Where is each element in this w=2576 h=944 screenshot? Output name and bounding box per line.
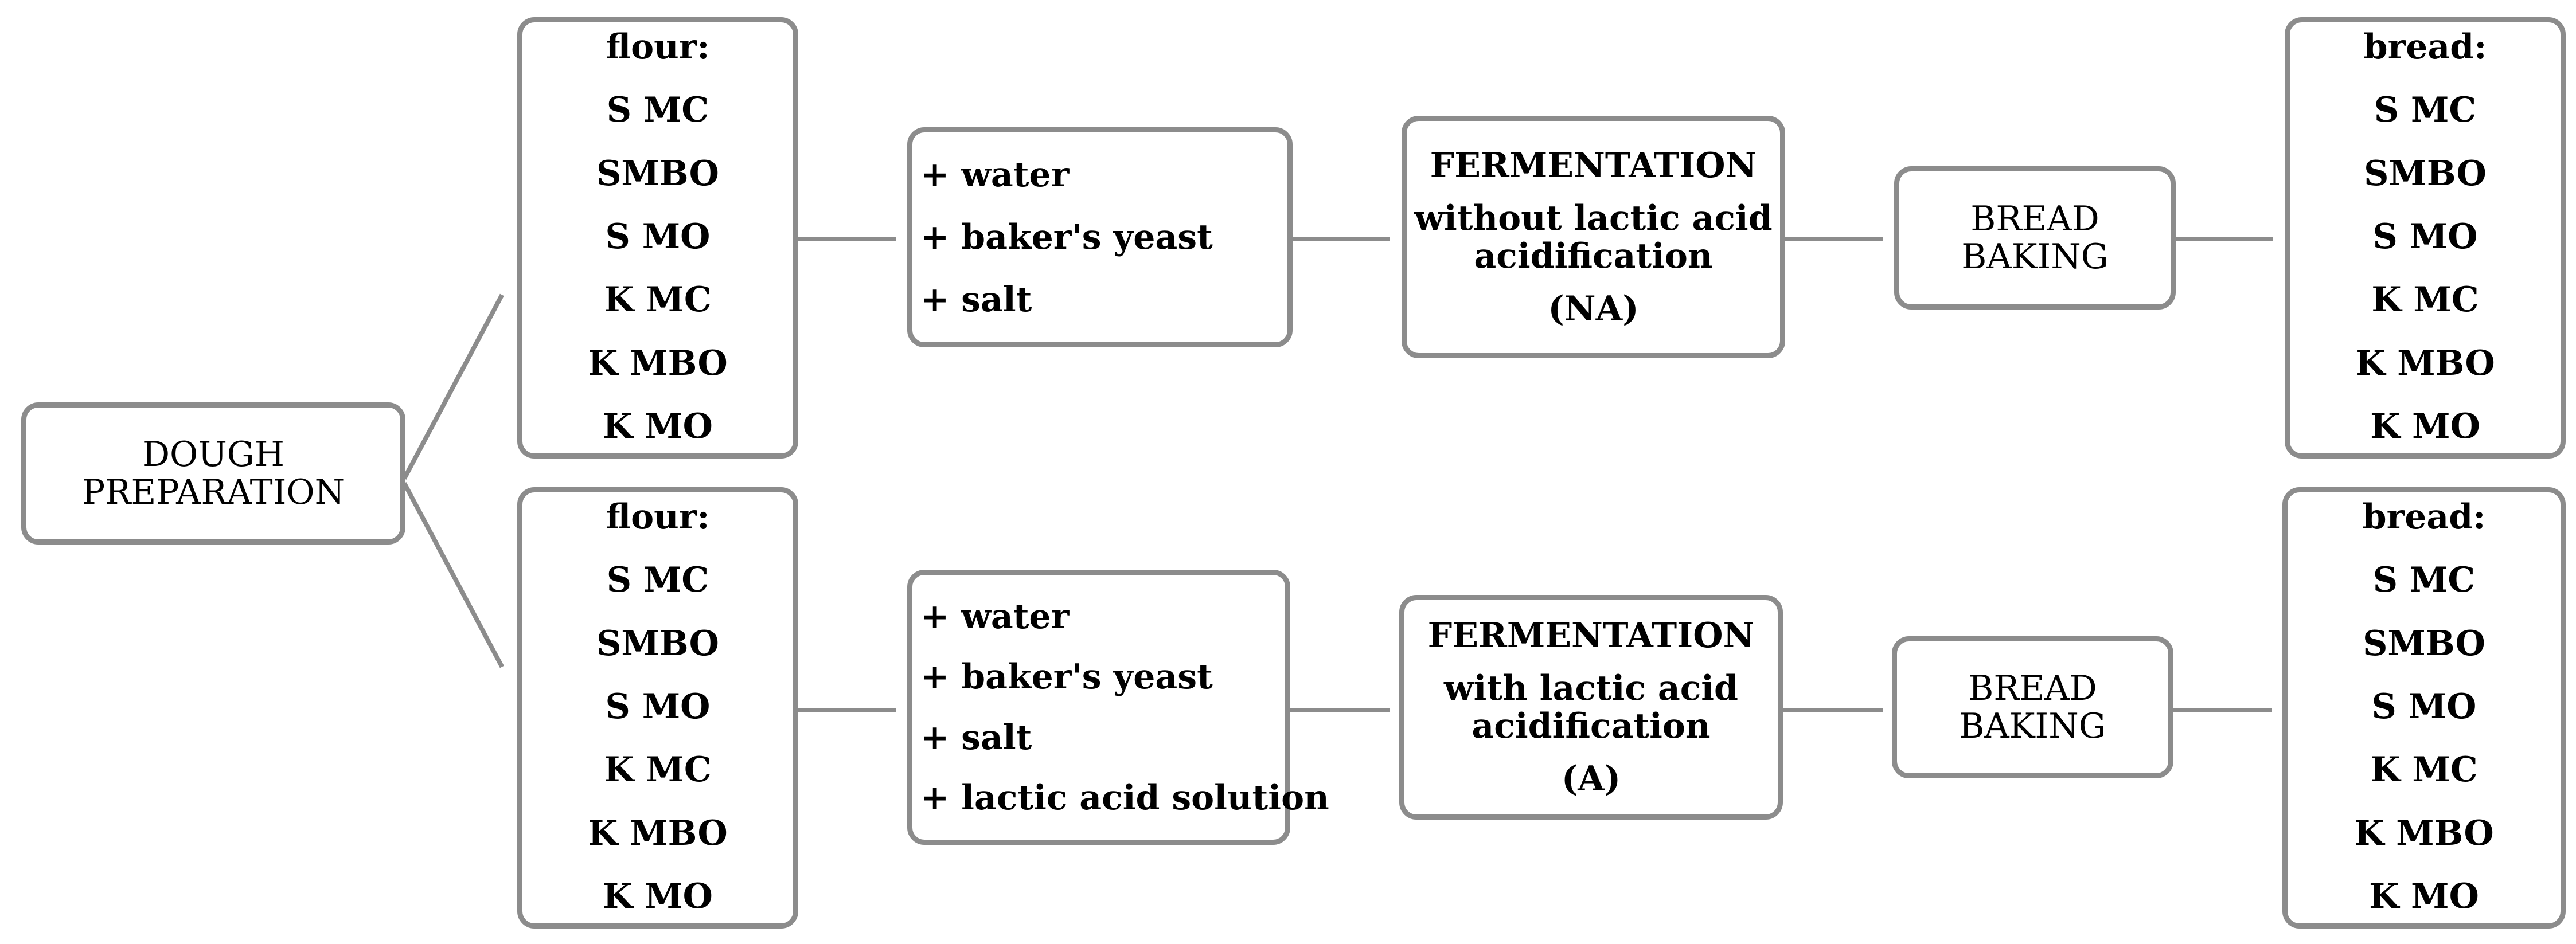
ingredient-item: + water bbox=[920, 596, 1070, 637]
bread-item: SMBO bbox=[2364, 153, 2487, 194]
bread-item: S MC bbox=[2372, 560, 2476, 601]
connector-fermentation-to-baking-2 bbox=[1782, 708, 1883, 712]
connector-ingredients-to-fermentation-1 bbox=[1291, 237, 1390, 241]
bread-item: S MO bbox=[2371, 686, 2477, 727]
bread-item: K MC bbox=[2370, 750, 2478, 790]
dough-preparation-box: DOUGH PREPARATION bbox=[21, 402, 405, 545]
connector-baking-to-bread-1 bbox=[2175, 237, 2273, 241]
fermentation-title-1: FERMENTATION bbox=[1430, 145, 1757, 186]
flour-item: S MC bbox=[606, 90, 709, 131]
ingredient-item: + baker's yeast bbox=[920, 657, 1213, 698]
bread-item: K MO bbox=[2370, 406, 2480, 446]
bread-item: K MBO bbox=[2355, 343, 2495, 383]
bread-list-2: bread: S MC SMBO S MO K MC K MBO K MO bbox=[2282, 487, 2566, 929]
ingredient-item: + salt bbox=[920, 279, 1032, 320]
ingredients-box-2: + water + baker's yeast + salt + lactic … bbox=[907, 570, 1329, 845]
flour-item: K MC bbox=[604, 750, 712, 790]
flour-list-2: flour: S MC SMBO S MO K MC K MBO K MO bbox=[517, 487, 798, 929]
ingredient-item: + baker's yeast bbox=[920, 217, 1213, 257]
fermentation-condition-line2: acidification bbox=[1472, 706, 1711, 746]
bread-item: K MBO bbox=[2354, 813, 2494, 853]
bread-item: S MO bbox=[2372, 216, 2478, 257]
connector-fermentation-to-baking-1 bbox=[1784, 237, 1883, 241]
flour-item: S MO bbox=[605, 216, 711, 257]
bread-baking-line2: BAKING bbox=[1961, 237, 2109, 277]
fermentation-condition-line2: acidification bbox=[1474, 236, 1713, 276]
connector-ingredients-to-fermentation-2 bbox=[1289, 708, 1390, 712]
flour-item: SMBO bbox=[596, 623, 719, 664]
connector-dough-to-bottom-row bbox=[402, 482, 504, 668]
ingredient-item: + lactic acid solution bbox=[920, 778, 1329, 818]
flour-item: S MO bbox=[605, 686, 711, 727]
bread-item: SMBO bbox=[2363, 623, 2485, 664]
bread-baking-line2: BAKING bbox=[1959, 706, 2106, 746]
fermentation-box-1: FERMENTATION without lactic acid acidifi… bbox=[1402, 116, 1785, 358]
flour-item: S MC bbox=[606, 560, 709, 601]
dough-preparation-label: DOUGH PREPARATION bbox=[81, 434, 345, 512]
ingredient-item: + water bbox=[920, 155, 1070, 195]
ingredient-item: + salt bbox=[920, 717, 1032, 758]
connector-flour-to-ingredients-1 bbox=[797, 237, 896, 241]
flour-list-header-1: flour: bbox=[606, 27, 710, 67]
bread-baking-line1: BREAD bbox=[1968, 668, 2097, 708]
bread-item: K MO bbox=[2369, 876, 2479, 916]
flour-item: K MC bbox=[604, 280, 712, 320]
connector-dough-to-top-row bbox=[402, 293, 504, 480]
connector-baking-to-bread-2 bbox=[2172, 708, 2272, 712]
flour-item: K MBO bbox=[588, 343, 728, 383]
bread-item: K MC bbox=[2371, 280, 2479, 320]
bread-list-header-1: bread: bbox=[2363, 27, 2487, 67]
flour-list-1: flour: S MC SMBO S MO K MC K MBO K MO bbox=[517, 17, 798, 459]
fermentation-condition-line1: without lactic acid bbox=[1414, 198, 1773, 238]
flour-item: K MO bbox=[603, 406, 713, 446]
bread-list-header-2: bread: bbox=[2362, 497, 2486, 537]
fermentation-code-1: (NA) bbox=[1548, 288, 1639, 329]
bread-baking-box-2: BREAD BAKING bbox=[1892, 636, 2173, 778]
bread-baking-box-1: BREAD BAKING bbox=[1894, 166, 2176, 310]
ingredients-box-1: + water + baker's yeast + salt bbox=[907, 127, 1293, 347]
connector-flour-to-ingredients-2 bbox=[797, 708, 896, 712]
bread-item: S MC bbox=[2374, 90, 2477, 131]
flour-item: K MBO bbox=[588, 813, 728, 853]
bread-baking-line1: BREAD bbox=[1970, 199, 2099, 239]
flour-list-header-2: flour: bbox=[606, 497, 710, 537]
fermentation-title-2: FERMENTATION bbox=[1427, 616, 1755, 656]
fermentation-box-2: FERMENTATION with lactic acid acidificat… bbox=[1399, 595, 1783, 820]
flour-item: K MO bbox=[603, 876, 713, 916]
bread-list-1: bread: S MC SMBO S MO K MC K MBO K MO bbox=[2285, 17, 2566, 459]
fermentation-code-2: (A) bbox=[1561, 759, 1621, 799]
fermentation-condition-line1: with lactic acid bbox=[1444, 668, 1738, 708]
flour-item: SMBO bbox=[596, 153, 719, 194]
